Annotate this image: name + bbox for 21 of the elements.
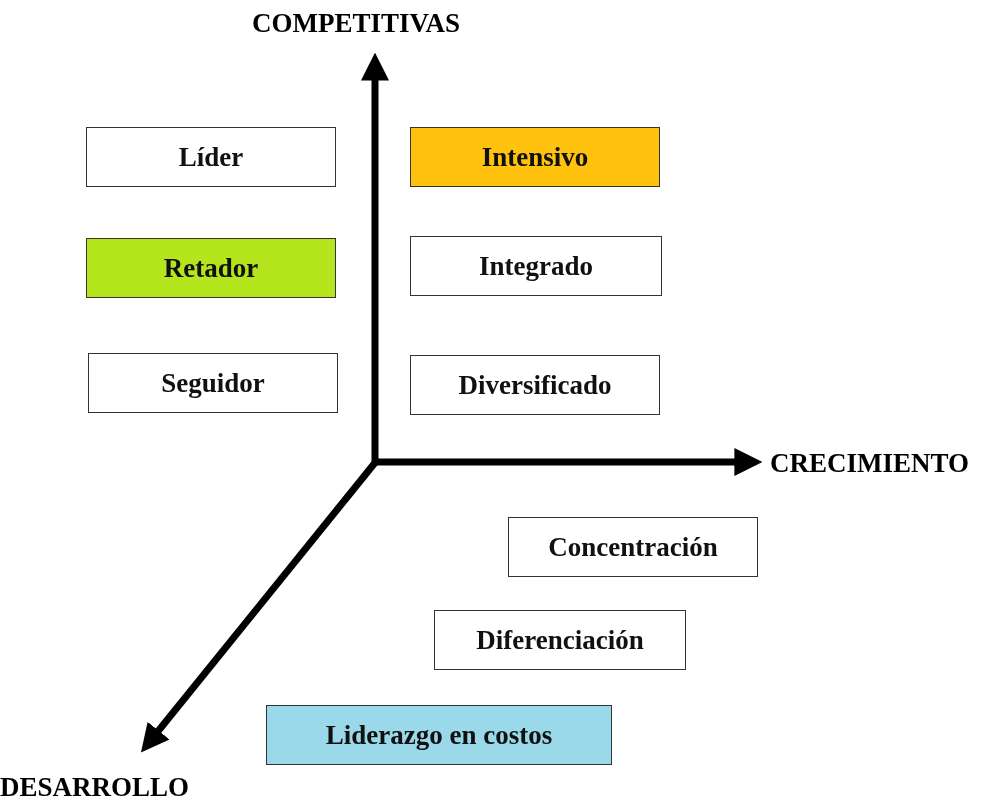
category-label: Concentración: [548, 531, 718, 563]
axis-title: CRECIMIENTO: [770, 448, 970, 479]
category-box: [86, 127, 336, 187]
category-label: Seguidor: [161, 367, 265, 399]
category-label: Diferenciación: [476, 624, 644, 656]
category-box: [266, 705, 612, 765]
category-box: [434, 610, 686, 670]
category-box: [410, 355, 660, 415]
category-label: Integrado: [479, 250, 593, 282]
axis-title: DESARROLLO: [0, 772, 190, 803]
category-box: [508, 517, 758, 577]
category-label: Diversificado: [458, 369, 612, 401]
category-label: Líder: [178, 141, 244, 173]
axis-title: COMPETITIVAS: [252, 8, 461, 39]
category-box: [86, 238, 336, 298]
category-box: [88, 353, 338, 413]
category-label: Intensivo: [481, 141, 589, 173]
category-label: Retador: [163, 252, 259, 284]
category-box: [410, 127, 660, 187]
category-label: Liderazgo en costos: [325, 719, 553, 751]
category-box: [410, 236, 662, 296]
